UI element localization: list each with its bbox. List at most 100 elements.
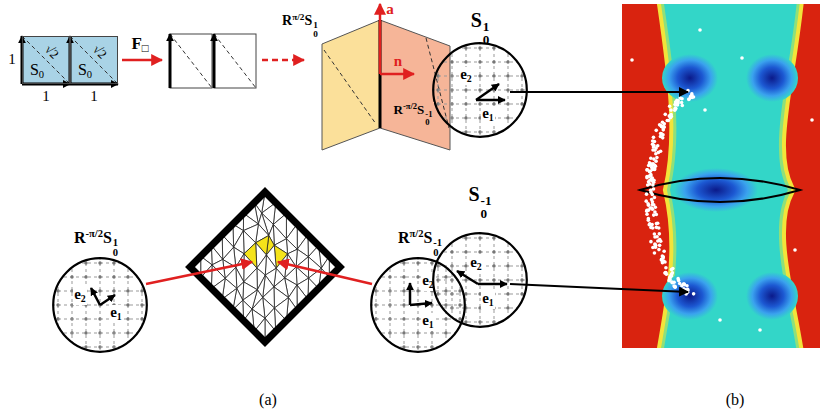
lattice-point bbox=[126, 275, 129, 278]
fold-panel bbox=[322, 20, 380, 150]
lattice-point bbox=[492, 144, 495, 147]
lattice-point bbox=[506, 250, 509, 253]
basis-vector bbox=[478, 283, 507, 286]
sample-dot bbox=[647, 223, 651, 227]
sample-dot bbox=[661, 254, 665, 258]
lattice-point bbox=[450, 46, 453, 49]
lattice-point bbox=[520, 320, 523, 323]
lattice-point bbox=[478, 46, 481, 49]
lattice-point bbox=[388, 261, 391, 264]
sample-dot bbox=[657, 248, 661, 252]
lattice-point bbox=[56, 345, 59, 348]
sample-dot bbox=[655, 222, 659, 226]
lattice-point bbox=[450, 236, 453, 239]
square-fill bbox=[22, 36, 70, 84]
sample-dot bbox=[657, 226, 661, 230]
sample-dot bbox=[653, 251, 657, 255]
grid-line bbox=[52, 347, 148, 348]
sample-dot bbox=[655, 235, 659, 239]
sample-dot bbox=[758, 328, 762, 332]
panel-label: R-π/2S-10 bbox=[392, 102, 433, 126]
lattice-point bbox=[154, 331, 157, 334]
lattice-point bbox=[444, 261, 447, 264]
sample-dot bbox=[645, 192, 649, 196]
sample-dot bbox=[718, 318, 722, 322]
diagonal-dashed bbox=[22, 36, 70, 84]
diagonal-dashed bbox=[426, 38, 449, 128]
sample-dot bbox=[658, 244, 662, 248]
lattice-point bbox=[360, 359, 363, 362]
grid-line bbox=[432, 322, 528, 323]
grid-line bbox=[370, 361, 466, 362]
lattice-point bbox=[506, 320, 509, 323]
lattice-point bbox=[478, 32, 481, 35]
lattice-point bbox=[506, 236, 509, 239]
lattice-point bbox=[70, 359, 73, 362]
sample-dot bbox=[648, 169, 652, 173]
lattice-point bbox=[360, 247, 363, 250]
phase-heading: S10 bbox=[471, 10, 490, 47]
lattice-point bbox=[472, 289, 475, 292]
lattice-point bbox=[478, 88, 481, 91]
lattice-point bbox=[422, 334, 425, 337]
pointer-arrow bbox=[510, 284, 688, 292]
lattice-point bbox=[360, 317, 363, 320]
lattice-point bbox=[444, 359, 447, 362]
lattice-point bbox=[154, 345, 157, 348]
grid-line bbox=[52, 361, 148, 362]
transform-heading: Rπ/2S-10 bbox=[398, 228, 442, 259]
edge-arrow bbox=[70, 83, 118, 86]
lattice-point bbox=[478, 236, 481, 239]
sample-dot bbox=[682, 282, 686, 286]
region-label: S0 bbox=[78, 62, 92, 80]
map-arrow bbox=[122, 59, 162, 62]
grid-line bbox=[432, 146, 528, 147]
lattice-point bbox=[534, 222, 537, 225]
lattice-point bbox=[126, 261, 129, 264]
sample-dot bbox=[651, 183, 655, 187]
lattice-point bbox=[154, 359, 157, 362]
lattice-point bbox=[464, 264, 467, 267]
sample-dot bbox=[649, 189, 653, 193]
lattice-point bbox=[444, 345, 447, 348]
lattice-point bbox=[450, 32, 453, 35]
dimension-label: 1 bbox=[8, 52, 16, 68]
sample-dot bbox=[653, 232, 657, 236]
sample-dot bbox=[793, 248, 797, 252]
lattice-point bbox=[464, 60, 467, 63]
panel-caption: (a) bbox=[259, 392, 277, 409]
lattice-circle: S10e2e1 bbox=[432, 42, 528, 138]
sample-dot bbox=[659, 239, 663, 243]
lattice-point bbox=[444, 331, 447, 334]
axis-label: a bbox=[386, 2, 394, 18]
map-arrow bbox=[278, 262, 372, 284]
sample-dot bbox=[653, 148, 657, 152]
lattice-point bbox=[388, 275, 391, 278]
basis-vector-label: e2 bbox=[73, 287, 87, 304]
lattice-point bbox=[416, 247, 419, 250]
grid-line bbox=[432, 294, 528, 295]
lattice-point bbox=[422, 46, 425, 49]
sample-dot bbox=[653, 196, 657, 200]
lattice-point bbox=[84, 359, 87, 362]
diamond-border bbox=[190, 192, 340, 342]
lattice-point bbox=[534, 74, 537, 77]
lattice-point bbox=[458, 345, 461, 348]
lattice-point bbox=[416, 359, 419, 362]
lattice-point bbox=[478, 250, 481, 253]
sample-dot bbox=[662, 249, 666, 253]
lattice-point bbox=[436, 60, 439, 63]
grid-line bbox=[52, 333, 148, 334]
circle-outline bbox=[432, 232, 528, 328]
lattice-point bbox=[520, 46, 523, 49]
basis-vector-label: e1 bbox=[421, 313, 435, 330]
lattice-point bbox=[70, 345, 73, 348]
energy-well bbox=[746, 54, 798, 102]
lattice-point bbox=[42, 261, 45, 264]
lattice-point bbox=[154, 317, 157, 320]
lattice-point bbox=[464, 144, 467, 147]
lattice-point bbox=[126, 289, 129, 292]
lattice-point bbox=[534, 32, 537, 35]
grid-line bbox=[370, 249, 466, 250]
lattice-point bbox=[126, 303, 129, 306]
